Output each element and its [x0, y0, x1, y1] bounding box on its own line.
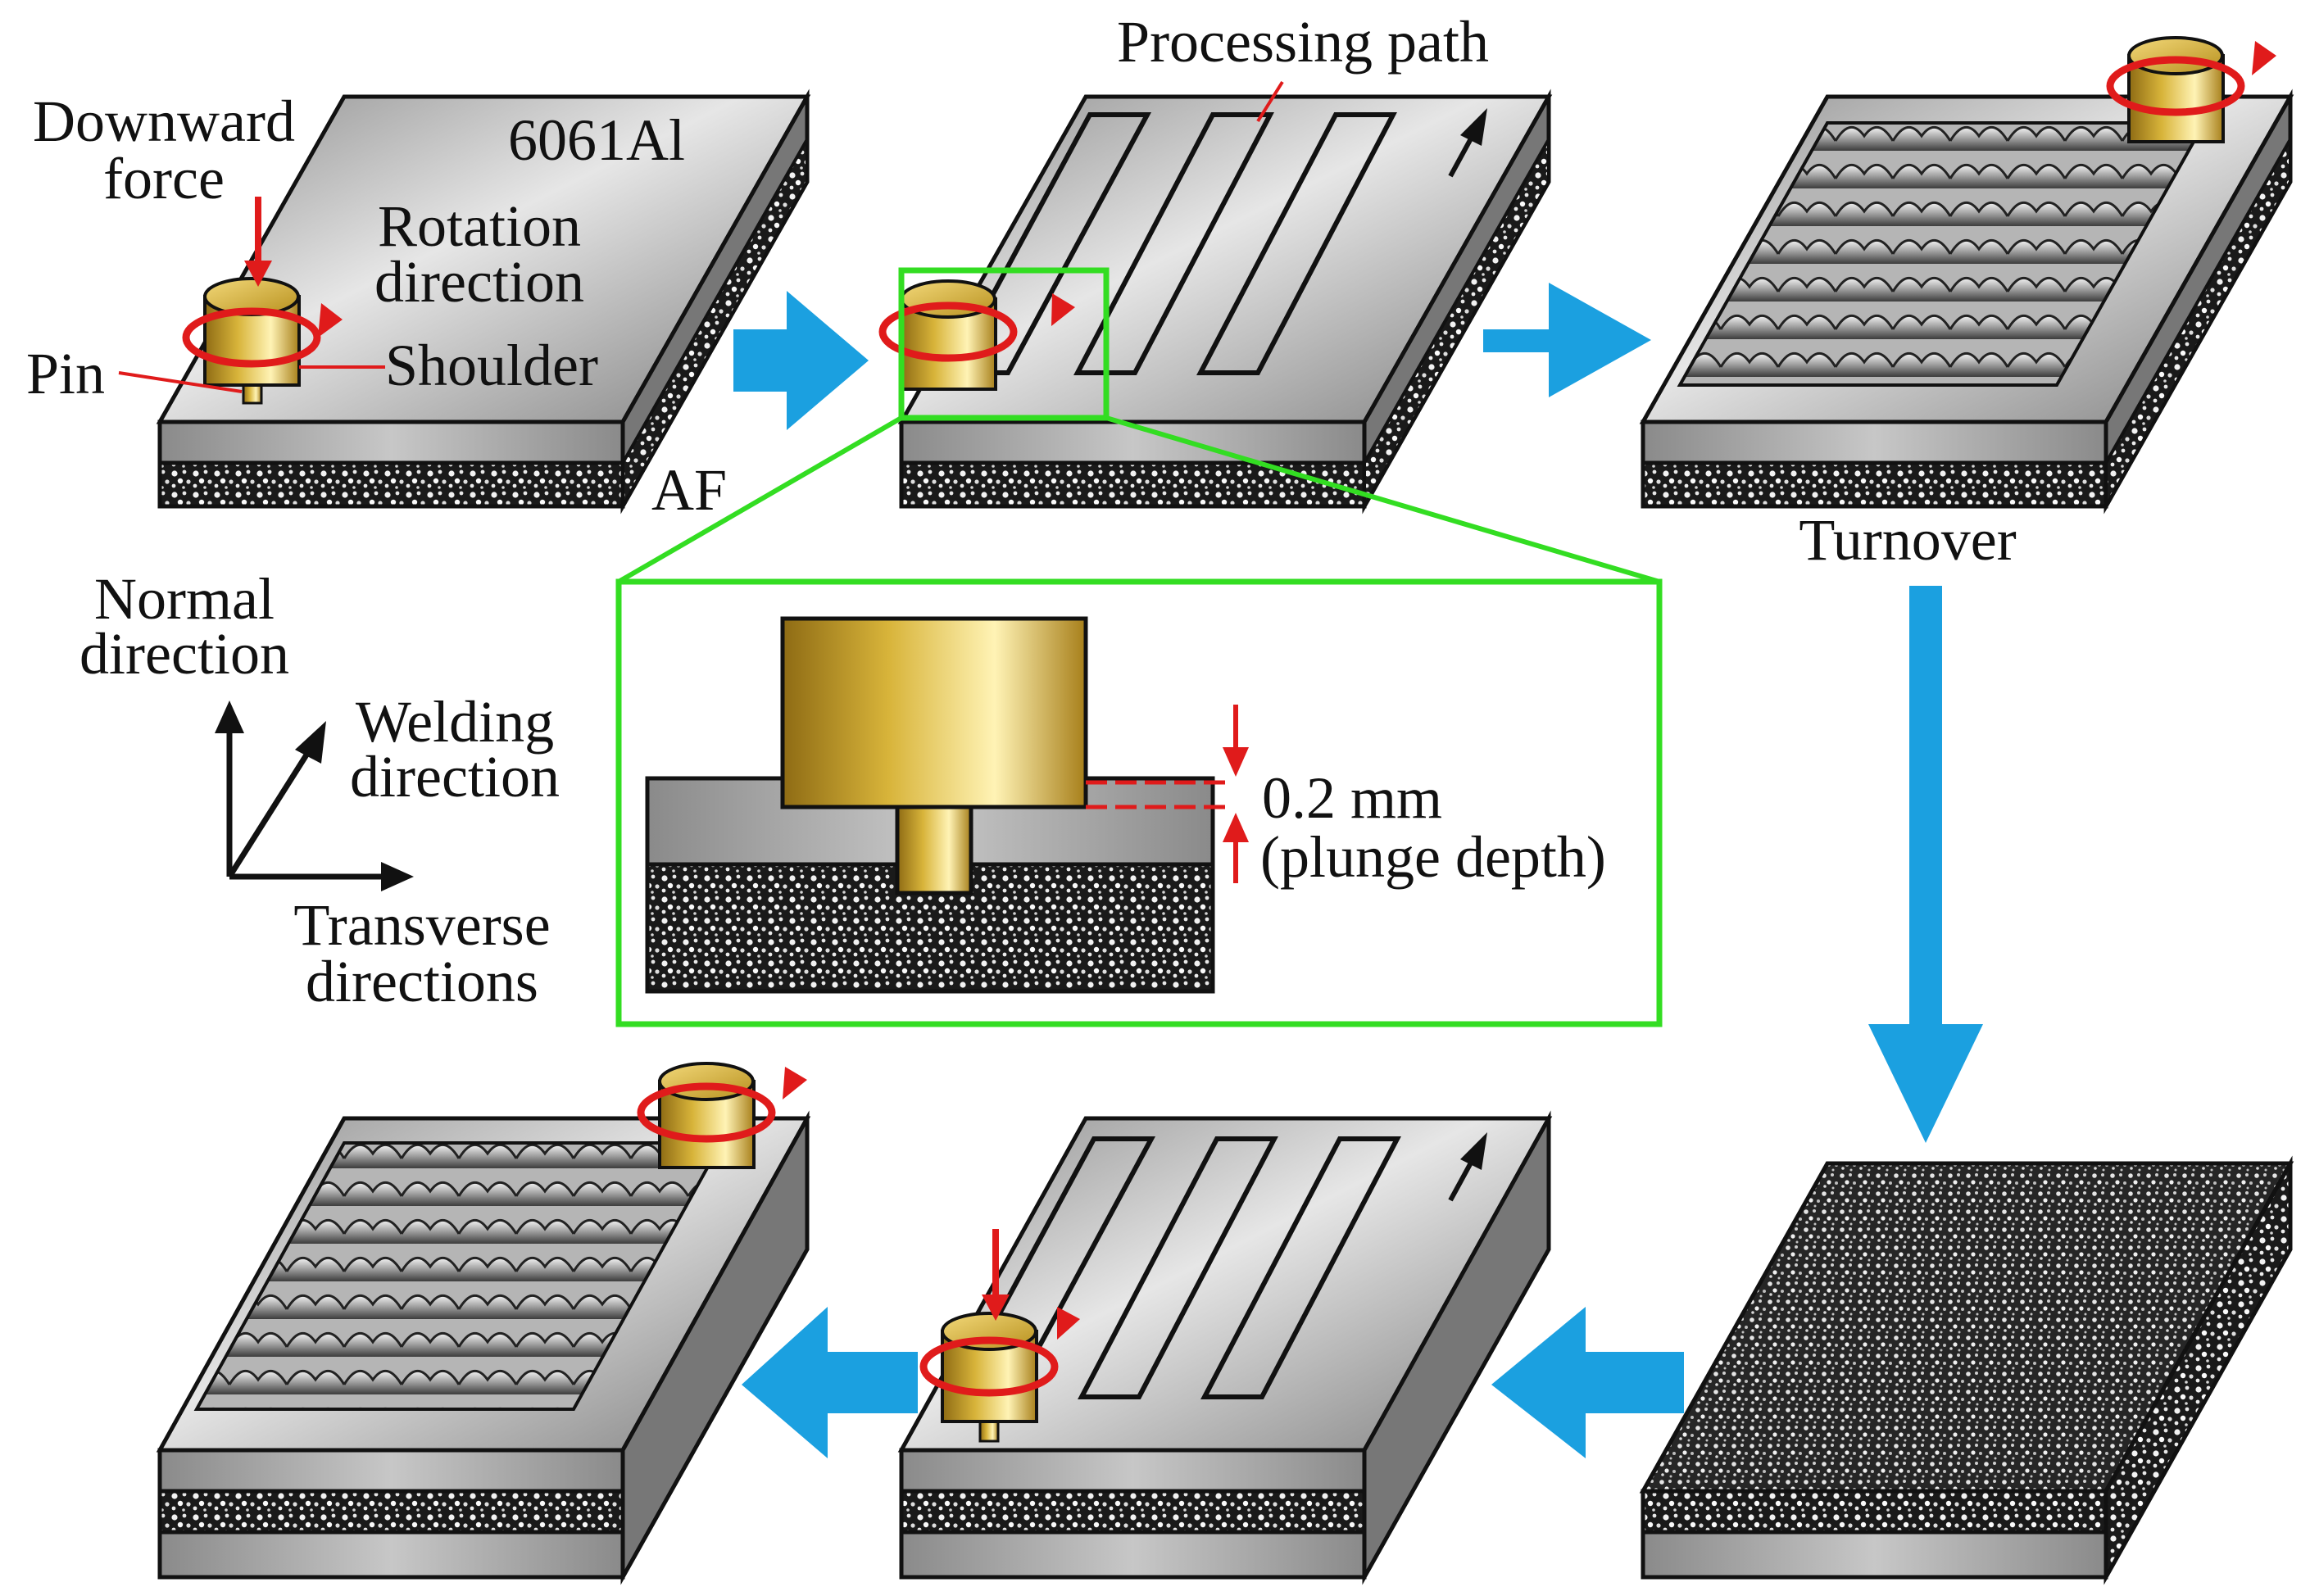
plunge-depth-indicator [1086, 705, 1249, 883]
af-label: AF [651, 457, 727, 523]
path-direction-arrow-2 [1448, 1132, 1487, 1202]
transverse-directions-label-1: Transverse [293, 892, 550, 958]
fsp-tool-step3 [2106, 36, 2276, 143]
flow-arrow-5-to-6 [742, 1307, 918, 1458]
welding-direction-arrowhead [295, 721, 326, 764]
plate-step5 [897, 1110, 1553, 1585]
cross-section-view [645, 616, 1215, 994]
plate-step3 [1639, 88, 2294, 515]
processing-path-strips [946, 112, 1397, 375]
coordinate-axes [215, 701, 414, 891]
fsp-tool-step5 [919, 1229, 1080, 1443]
downward-force-label-2: force [103, 146, 225, 211]
downward-force-arrow [244, 197, 272, 287]
processing-path-label: Processing path [1117, 9, 1489, 75]
tool-pin-section [895, 805, 973, 895]
plate-step1 [156, 88, 811, 515]
rotation-direction-label-1: Rotation [378, 193, 581, 259]
transverse-directions-label-2: directions [306, 949, 538, 1014]
plate-step4-turned-over [1639, 1155, 2294, 1585]
processing-path-leader-line [1256, 80, 1284, 123]
fsp-tool-step2 [878, 279, 1075, 391]
plunge-depth-caption: (plunge depth) [1260, 824, 1606, 890]
fsp-tool-step6 [637, 1062, 807, 1169]
alloy-label: 6061Al [508, 107, 685, 173]
tool-shoulder-section [780, 616, 1088, 809]
normal-direction-arrowhead [215, 701, 244, 733]
turnover-label: Turnover [1799, 507, 2016, 573]
welding-direction-label-2: direction [350, 744, 560, 809]
flow-arrow-3-to-4 [1868, 586, 1983, 1143]
path-direction-arrow [1448, 108, 1487, 178]
normal-direction-label-1: Normal [94, 566, 275, 632]
fsp-tool-step1 [182, 277, 343, 405]
plunge-depth-value: 0.2 mm [1262, 765, 1442, 831]
downward-force-arrow-step5 [982, 1229, 1010, 1321]
rotation-direction-label-2: direction [374, 249, 584, 315]
plate-step2 [897, 88, 1553, 515]
normal-direction-label-2: direction [79, 621, 289, 687]
flow-arrow-4-to-5 [1491, 1307, 1684, 1458]
flow-arrow-1-to-2 [733, 291, 869, 430]
pin-leader-line [118, 371, 243, 393]
transverse-direction-arrowhead [381, 862, 414, 891]
zoom-source-box [898, 267, 1110, 421]
plate-step6 [156, 1110, 811, 1585]
shoulder-label: Shoulder [385, 333, 598, 398]
zoom-inset: 0.2 mm (plunge depth) [615, 267, 1663, 1027]
welding-direction-label-1: Welding [356, 689, 554, 755]
flow-arrows [733, 283, 1983, 1458]
downward-force-label-1: Downward [33, 88, 295, 154]
flow-arrow-2-to-3 [1483, 283, 1651, 397]
pin-label: Pin [26, 341, 105, 406]
